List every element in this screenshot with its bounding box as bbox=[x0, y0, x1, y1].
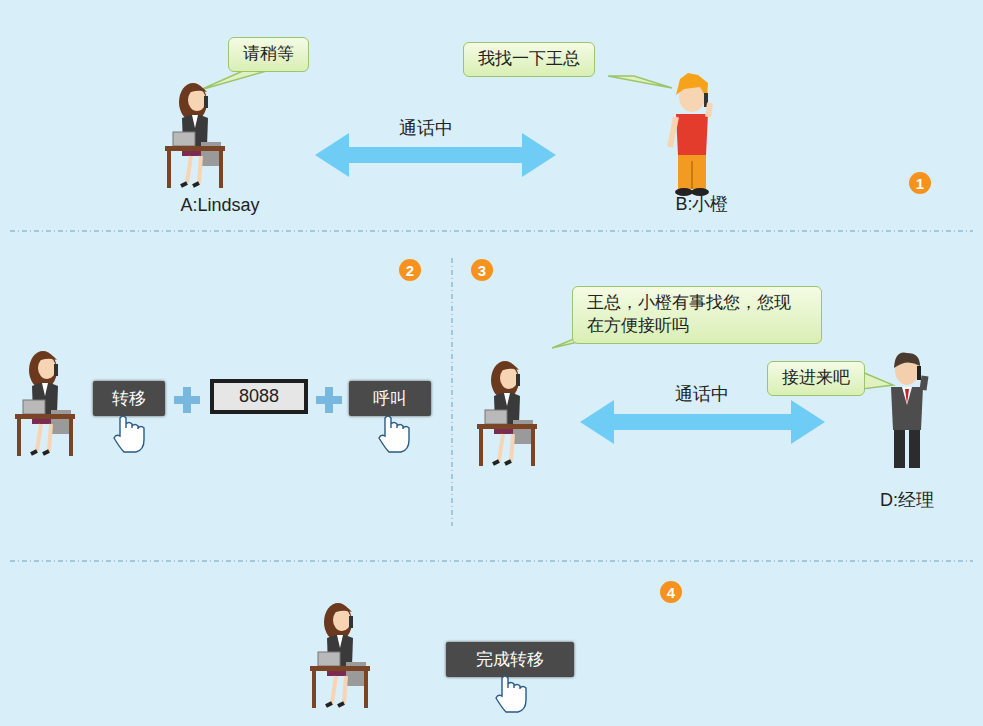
callout-number: 2 bbox=[406, 262, 414, 279]
callout-circle bbox=[399, 259, 421, 281]
node-text: 请稍等 bbox=[243, 43, 294, 66]
button: 转移 bbox=[93, 381, 165, 416]
callout-circle bbox=[909, 172, 931, 194]
bubble-tail bbox=[608, 76, 672, 88]
caller-figure bbox=[670, 73, 710, 196]
node-text: 王总，小橙有事找您，您现在方便接听吗 bbox=[587, 292, 807, 338]
node-text: 呼叫 bbox=[361, 387, 419, 410]
speech-bubble: 请稍等 bbox=[228, 37, 309, 72]
hand-cursor bbox=[379, 416, 409, 452]
figure-label: B:小橙 bbox=[675, 192, 728, 216]
speech-bubble: 我找一下王总 bbox=[463, 42, 595, 77]
callout-number: 1 bbox=[916, 175, 924, 192]
callout-circle bbox=[660, 581, 682, 603]
number-input: 8088 bbox=[210, 379, 308, 414]
figure-label: 通话中 bbox=[399, 116, 453, 140]
figure-label: A:Lindsay bbox=[180, 195, 259, 216]
operator-figure bbox=[15, 351, 75, 456]
callout-number: 4 bbox=[667, 584, 675, 601]
operator-figure bbox=[310, 603, 370, 708]
button: 呼叫 bbox=[349, 381, 431, 416]
figure-label: D:经理 bbox=[880, 488, 934, 512]
operator-figure bbox=[165, 83, 225, 188]
node-text: 转移 bbox=[105, 387, 153, 410]
callout-number: 3 bbox=[478, 262, 486, 279]
speech-bubble: 王总，小橙有事找您，您现在方便接听吗 bbox=[572, 286, 822, 344]
node-text: 8088 bbox=[226, 386, 292, 407]
plus-sign bbox=[316, 387, 342, 413]
double-arrow bbox=[315, 133, 556, 177]
callout-circle bbox=[471, 259, 493, 281]
node-text: 接进来吧 bbox=[782, 367, 850, 390]
bubble-tail bbox=[200, 70, 270, 90]
manager-figure bbox=[891, 353, 925, 468]
button: 完成转移 bbox=[446, 642, 574, 677]
figure-label: 通话中 bbox=[675, 382, 729, 406]
node-text: 完成转移 bbox=[458, 648, 562, 671]
separator-lines bbox=[10, 231, 973, 561]
hand-cursor bbox=[496, 676, 526, 712]
plus-sign bbox=[174, 387, 200, 413]
node-text: 我找一下王总 bbox=[478, 48, 580, 71]
speech-bubble: 接进来吧 bbox=[767, 361, 865, 396]
operator-figure bbox=[477, 361, 537, 466]
double-arrow bbox=[580, 400, 825, 444]
bubble-tail bbox=[862, 372, 893, 389]
hand-cursor bbox=[114, 416, 144, 452]
